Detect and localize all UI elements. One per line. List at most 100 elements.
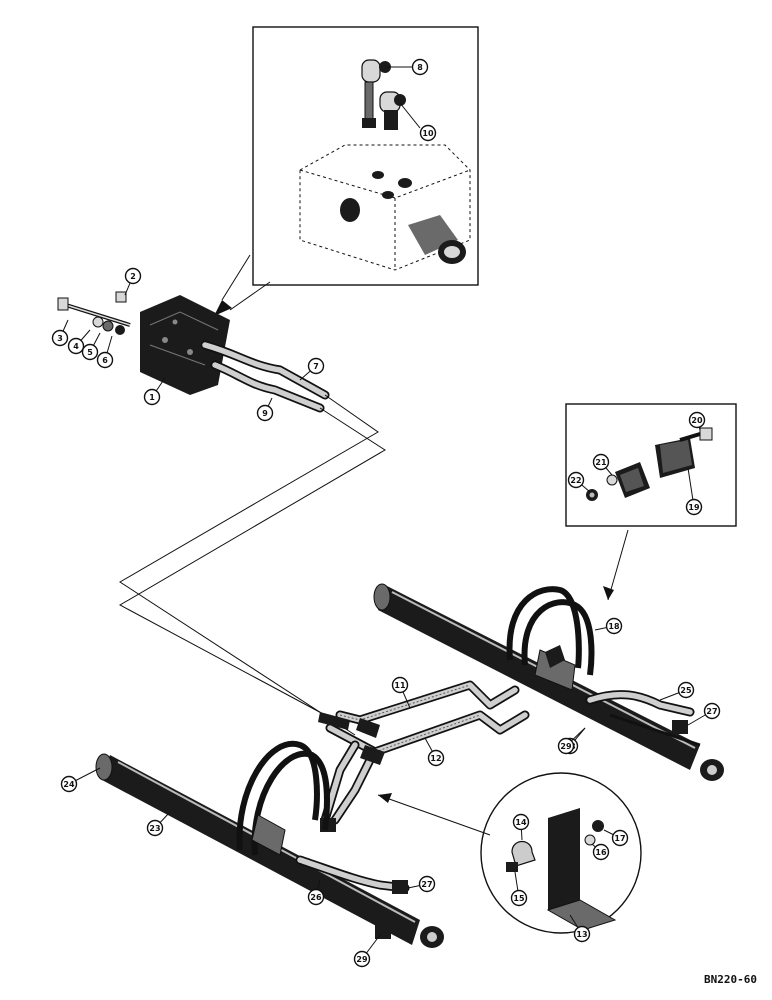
callout-circle — [391, 676, 409, 694]
callout-2: 2 — [124, 267, 142, 296]
callout-27: 27 — [407, 875, 436, 893]
callout-number: 18 — [608, 622, 620, 631]
callout-4: 4 — [67, 329, 91, 355]
callout-circle — [307, 888, 325, 906]
callout-8: 8 — [411, 58, 429, 76]
callout-29: 29 — [353, 934, 381, 968]
callout-number: 25 — [680, 686, 692, 695]
callout-circle — [411, 58, 429, 76]
elbow-fitting-10 — [379, 91, 406, 130]
callout-number: 14 — [515, 818, 527, 827]
callout-1: 1 — [143, 377, 166, 406]
callout-number: 2 — [130, 272, 136, 281]
callout-circle — [703, 702, 721, 720]
callout-17: 17 — [603, 829, 629, 847]
callout-number: 16 — [595, 848, 607, 857]
callout-number: 11 — [394, 681, 406, 690]
callout-number: 17 — [614, 834, 625, 843]
callout-number: 23 — [149, 824, 160, 833]
callout-circle — [685, 498, 703, 516]
control-valve-assembly — [57, 291, 230, 395]
callout-9: 9 — [256, 397, 274, 422]
callout-number: 15 — [513, 894, 525, 903]
hose-route-lines — [118, 394, 386, 736]
callout-number: 5 — [87, 348, 93, 357]
callout-layer: 1234567891011121314151617181920212223242… — [51, 58, 721, 968]
callout-27: 27 — [687, 702, 721, 726]
crossover-tubes — [318, 680, 530, 832]
callout-circle — [143, 388, 161, 406]
callout-circle — [592, 843, 610, 861]
callout-12: 12 — [424, 737, 445, 767]
callout-number: 24 — [63, 780, 75, 789]
callout-19: 19 — [685, 467, 703, 516]
callout-24: 24 — [60, 767, 101, 793]
callout-20: 20 — [688, 411, 706, 431]
callout-21: 21 — [592, 453, 613, 476]
callout-18: 18 — [594, 617, 623, 635]
callout-number: 9 — [262, 409, 268, 418]
callout-circle — [60, 775, 78, 793]
callout-circle — [146, 819, 164, 837]
callout-6: 6 — [96, 335, 114, 369]
callout-number: 20 — [691, 416, 703, 425]
valve-fittings-inset — [252, 26, 479, 286]
callout-number: 8 — [417, 63, 423, 72]
callout-15: 15 — [510, 871, 528, 907]
drawing-code: BN220-60 — [704, 973, 757, 986]
callout-circle — [256, 404, 274, 422]
callout-number: 26 — [310, 893, 322, 902]
callout-29: 29 — [557, 727, 586, 755]
callout-number: 10 — [422, 129, 434, 138]
callout-circle — [124, 267, 142, 285]
callout-23: 23 — [146, 811, 171, 837]
callout-5: 5 — [81, 332, 101, 361]
callout-circle — [419, 124, 437, 142]
callout-number: 22 — [570, 476, 581, 485]
callout-circle — [307, 357, 325, 375]
clamp-detail-inset — [565, 403, 737, 527]
callout-number: 29 — [560, 742, 572, 751]
callout-25: 25 — [659, 681, 695, 701]
callout-circle — [557, 737, 575, 755]
callout-10: 10 — [419, 124, 437, 142]
callout-number: 27 — [421, 880, 432, 889]
callout-circle — [611, 829, 629, 847]
callout-number: 21 — [595, 458, 607, 467]
callout-circle — [96, 351, 114, 369]
callout-circle — [677, 681, 695, 699]
callout-circle — [427, 749, 445, 767]
callout-number: 6 — [102, 356, 108, 365]
callout-circle — [592, 453, 610, 471]
callout-circle — [688, 411, 706, 429]
inset-pointer-arrow — [221, 254, 271, 311]
callout-circle — [51, 329, 69, 347]
callout-7: 7 — [299, 357, 325, 381]
callout-circle — [510, 889, 528, 907]
callout-number: 1 — [149, 393, 155, 402]
callout-number: 3 — [57, 334, 63, 343]
callout-circle — [418, 875, 436, 893]
left-cylinder-assembly — [95, 740, 444, 948]
callout-number: 4 — [73, 342, 79, 351]
callout-circle — [353, 950, 371, 968]
right-cylinder-assembly — [373, 583, 724, 781]
callout-3: 3 — [51, 319, 69, 347]
callout-number: 13 — [576, 930, 587, 939]
valve-hoses — [200, 340, 330, 413]
callout-22: 22 — [567, 471, 591, 493]
callout-circle — [573, 925, 591, 943]
callout-circle — [81, 343, 99, 361]
callout-26: 26 — [307, 879, 325, 906]
callout-number: 12 — [430, 754, 441, 763]
callout-number: 7 — [313, 362, 319, 371]
callout-14: 14 — [512, 813, 530, 841]
callout-number: 29 — [356, 955, 368, 964]
callout-circle — [605, 617, 623, 635]
callout-circle — [567, 471, 585, 489]
callout-circle — [67, 337, 85, 355]
callout-16: 16 — [591, 843, 610, 861]
callout-circle — [512, 813, 530, 831]
callout-number: 19 — [688, 503, 700, 512]
callout-11: 11 — [391, 676, 411, 709]
